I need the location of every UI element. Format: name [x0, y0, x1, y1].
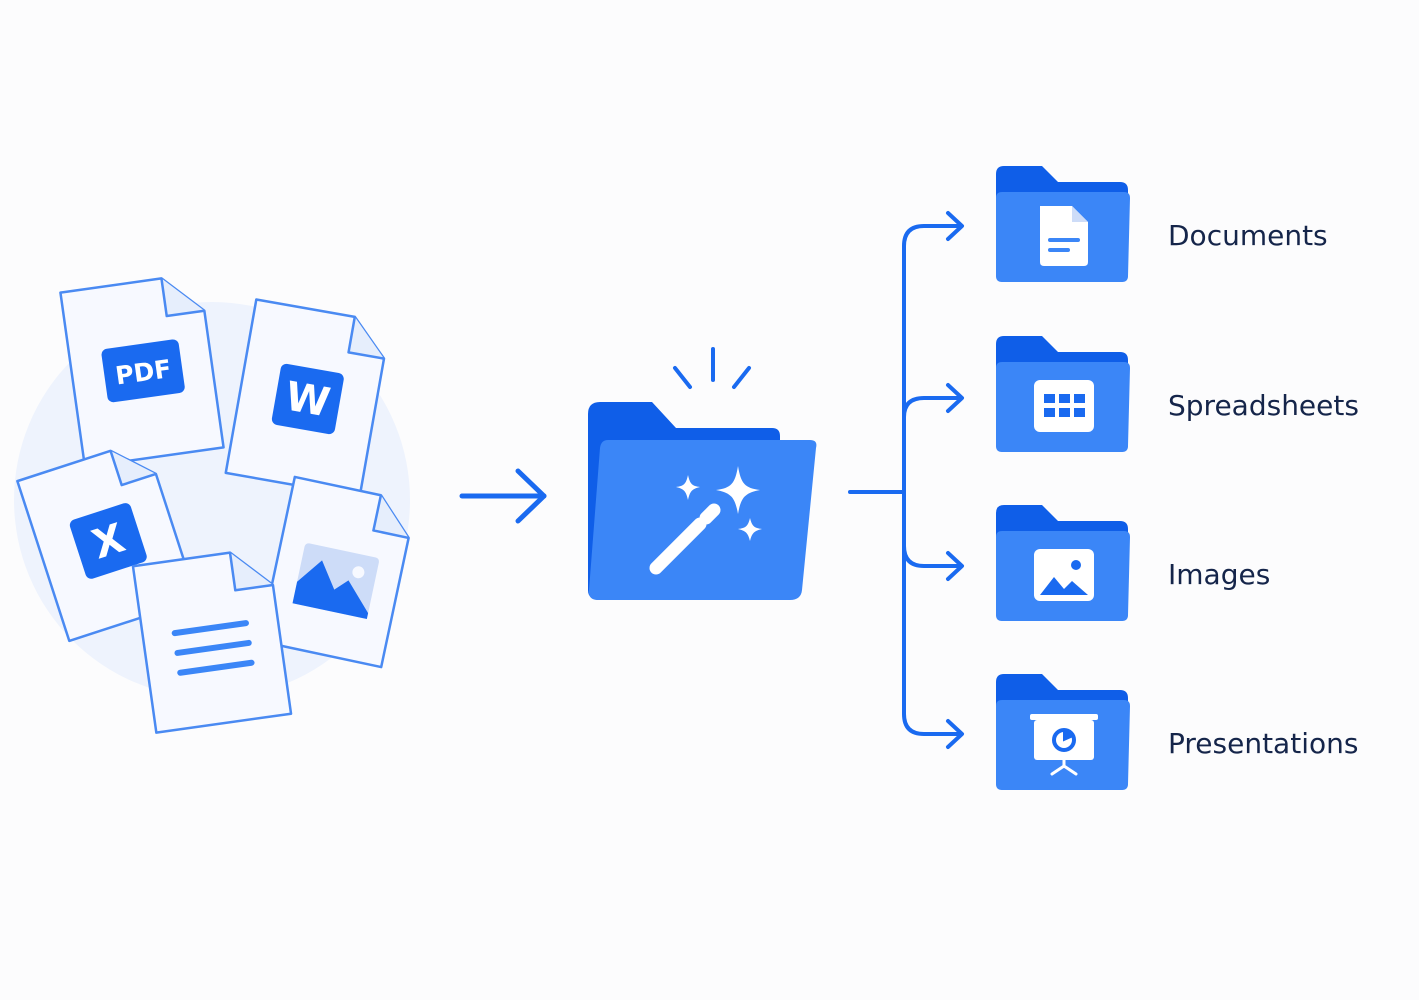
- text-file-card: [131, 551, 293, 734]
- magic-wand-folder-icon: [588, 347, 817, 600]
- word-file-card: W: [224, 298, 386, 498]
- image-icon: [292, 543, 379, 620]
- branch-arrow-presentations: [946, 719, 964, 749]
- input-arrow: [459, 468, 547, 524]
- word-badge-text: W: [282, 373, 333, 426]
- branch-arrow-spreadsheets: [946, 383, 964, 413]
- magic-wand-icon: [649, 466, 762, 575]
- text-lines-icon: [171, 620, 255, 676]
- images-folder: [996, 505, 1130, 621]
- category-label-documents: Documents: [1168, 219, 1328, 252]
- category-label-spreadsheets: Spreadsheets: [1168, 389, 1359, 422]
- branch-connector: [848, 211, 964, 749]
- sparkle-rays-icon: [673, 347, 751, 389]
- grid-icon: [1034, 380, 1094, 432]
- image-icon: [1034, 549, 1094, 601]
- excel-icon: X: [69, 503, 147, 579]
- category-label-images: Images: [1168, 558, 1271, 591]
- presentations-folder: [996, 674, 1130, 790]
- presentation-board-icon: [1030, 714, 1098, 776]
- pdf-file-card: PDF: [59, 277, 225, 469]
- word-icon: W: [271, 363, 344, 435]
- pdf-icon: PDF: [101, 339, 185, 403]
- category-label-presentations: Presentations: [1168, 727, 1359, 760]
- spreadsheets-folder: [996, 336, 1130, 452]
- document-icon: [1040, 206, 1088, 266]
- branch-arrow-images: [946, 551, 964, 581]
- branch-arrow-documents: [946, 211, 964, 241]
- image-file-card: [258, 475, 410, 669]
- documents-folder: [996, 166, 1130, 282]
